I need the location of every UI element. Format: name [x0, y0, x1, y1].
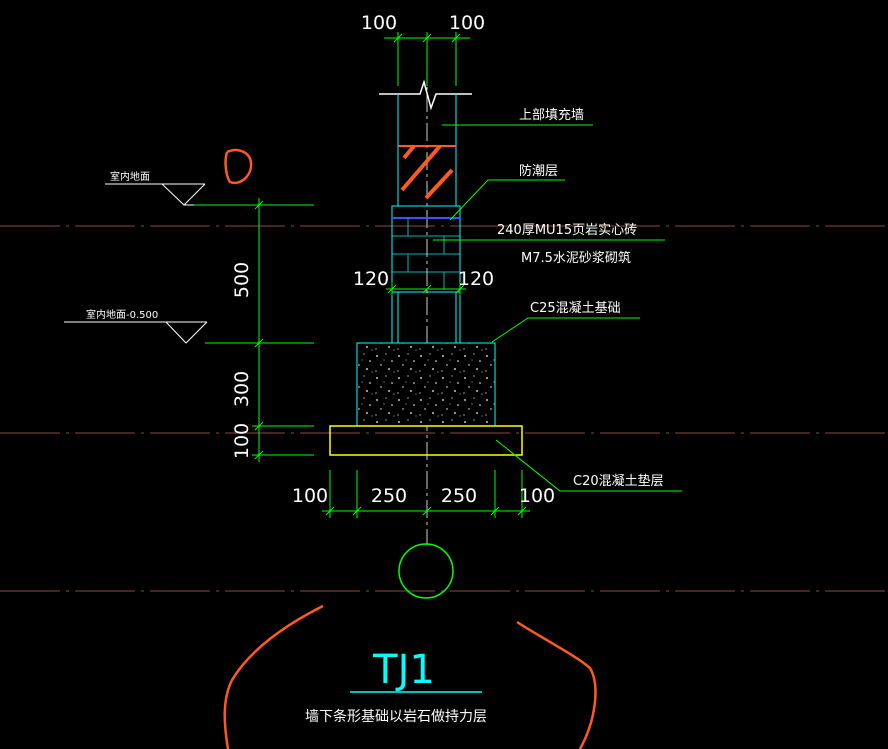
axis-bubble — [398, 543, 454, 599]
dim-brick-left: 120 — [353, 268, 389, 290]
dim-bottom-2: 250 — [371, 485, 407, 507]
c25-concrete-footing — [356, 342, 496, 427]
brick-dimension: 120 120 — [353, 268, 494, 296]
annotation-arc-left — [223, 604, 324, 749]
upper-infill-wall — [379, 79, 472, 206]
label-upper-wall: 上部填充墙 — [519, 107, 584, 123]
label-dpc: 防潮层 — [519, 163, 558, 179]
dim-brick-right: 120 — [458, 268, 494, 290]
annotation-arc-right — [516, 620, 597, 749]
top-dimension: 100 100 — [361, 12, 485, 86]
hatched-block — [398, 144, 456, 200]
leader-lines — [433, 124, 682, 492]
label-c25: C25混凝土基础 — [530, 300, 621, 316]
drawing-title: TJ1 — [372, 647, 435, 693]
floor-minus-level-marker: 室内地面-0.500 — [64, 308, 208, 344]
floor-level-marker: 室内地面 — [105, 170, 206, 206]
c20-concrete-cushion — [329, 425, 523, 456]
dim-bottom-1: 100 — [292, 485, 328, 507]
vertical-dimension: 500 300 100 — [194, 198, 314, 462]
drawing-subtitle: 墙下条形基础以岩石做持力层 — [305, 708, 487, 725]
label-floor: 室内地面 — [110, 170, 150, 183]
bottom-dimension: 100 250 250 100 — [292, 470, 555, 518]
dim-bottom-3: 250 — [441, 485, 477, 507]
break-line-symbol — [379, 79, 472, 111]
label-brick-line1: 240厚MU15页岩实心砖 — [497, 223, 637, 238]
dim-500: 500 — [231, 262, 253, 298]
dim-100: 100 — [231, 423, 253, 459]
label-floor-minus: 室内地面-0.500 — [86, 308, 158, 321]
label-c20: C20混凝土垫层 — [573, 473, 664, 489]
dim-top-left: 100 — [361, 12, 397, 34]
dim-300: 300 — [231, 371, 253, 407]
dim-top-right: 100 — [449, 12, 485, 34]
axis-letter-marker: D — [224, 148, 253, 185]
dim-bottom-4: 100 — [519, 485, 555, 507]
label-brick-line2: M7.5水泥砂浆砌筑 — [521, 250, 631, 266]
